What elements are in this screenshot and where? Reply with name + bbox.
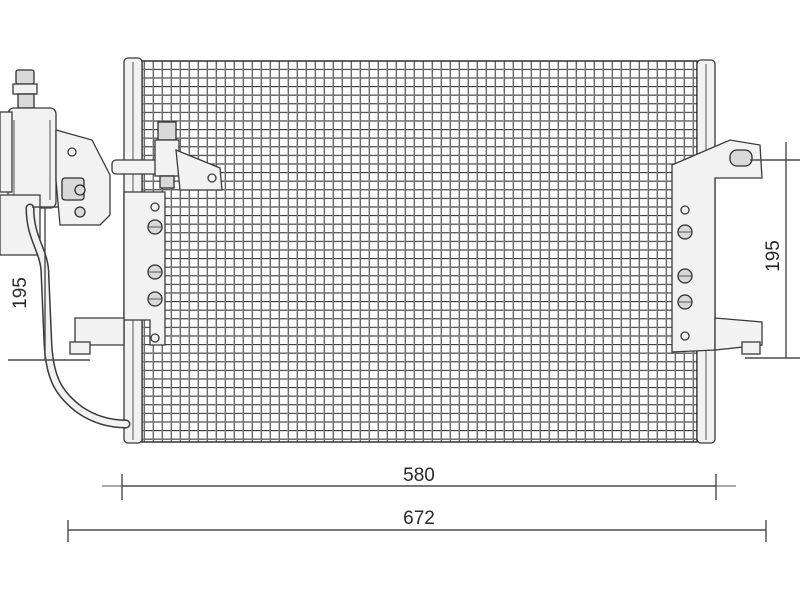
left-mounting-bracket bbox=[69, 191, 166, 355]
condenser-core bbox=[141, 60, 698, 443]
dimension-label-580: 580 bbox=[403, 465, 435, 486]
dimension-overall-width: 672 bbox=[67, 508, 767, 542]
drier-mounting-plate bbox=[55, 129, 111, 226]
dimension-right-height: 195 bbox=[745, 142, 800, 359]
inlet-fitting bbox=[111, 121, 223, 191]
dimension-left-height: 195 bbox=[8, 206, 90, 361]
right-mounting-bracket bbox=[671, 139, 763, 355]
dimension-label-195-left: 195 bbox=[10, 277, 31, 309]
dimension-label-195-right: 195 bbox=[763, 240, 784, 272]
dimension-label-672: 672 bbox=[403, 508, 435, 529]
bracket-bolt-icon bbox=[147, 202, 163, 343]
refrigerant-pipe bbox=[25, 203, 131, 429]
dimension-core-width: 580 bbox=[102, 465, 736, 500]
bracket-bolt-icon bbox=[677, 205, 693, 341]
